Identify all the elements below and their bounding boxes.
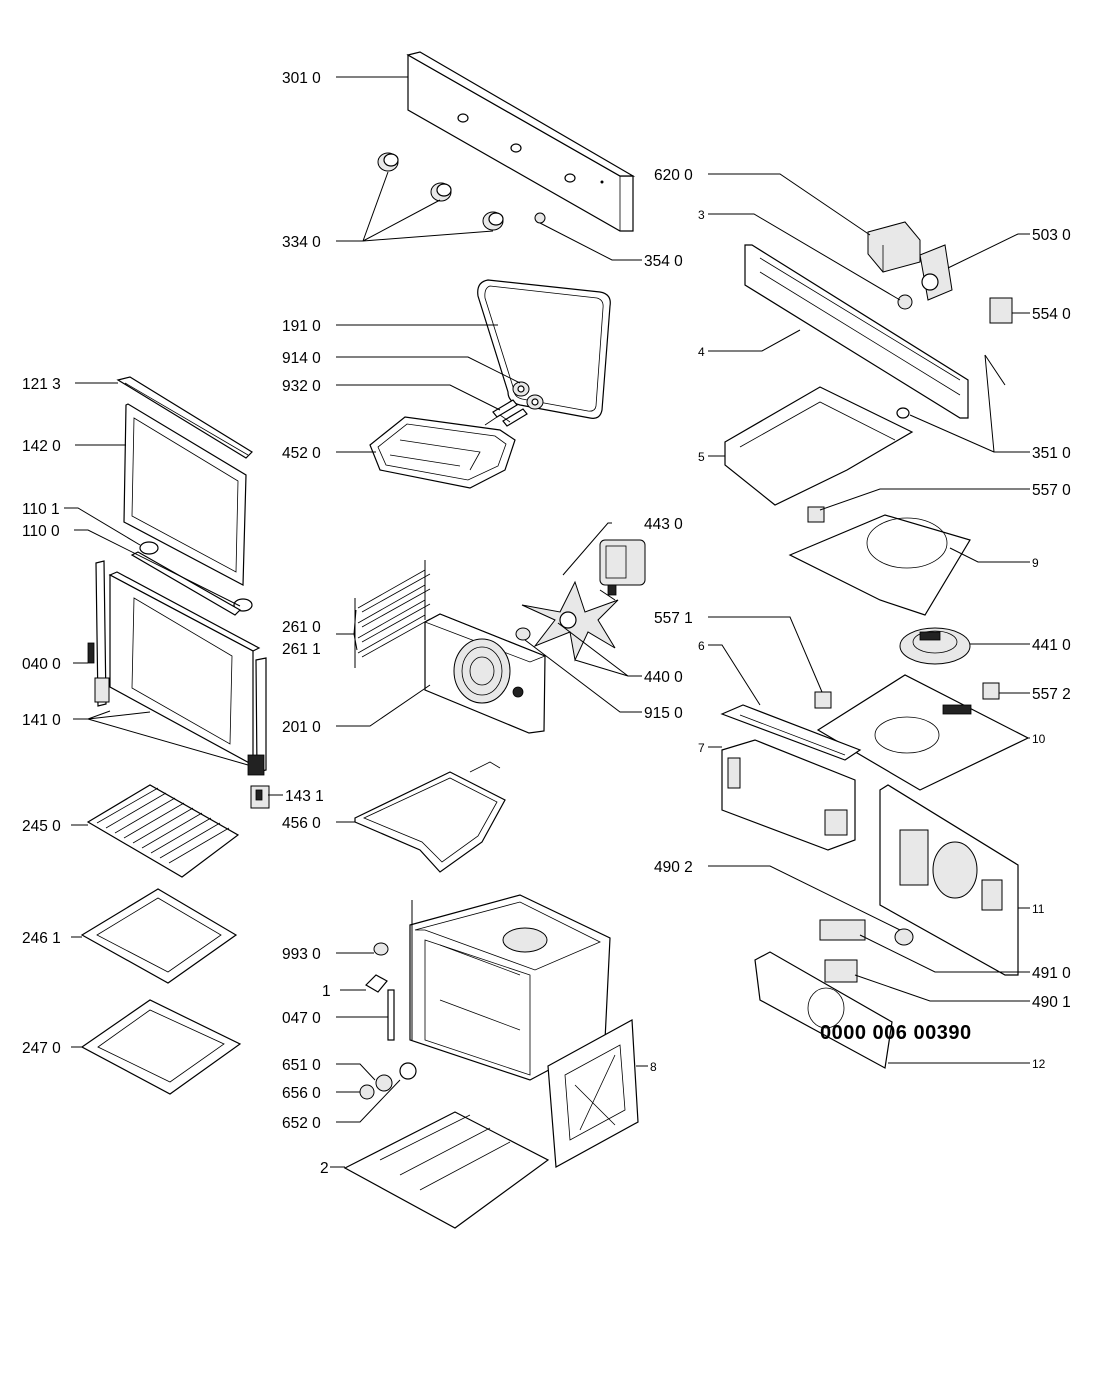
part-control-panel <box>406 51 636 232</box>
label-301-0: 301 0 <box>282 70 321 87</box>
part-side-racks <box>354 560 431 668</box>
label-110-1: 110 1 <box>22 501 60 518</box>
label-503-0: 503 0 <box>1032 227 1071 244</box>
part-fan-housing-top <box>788 506 971 616</box>
label-932-0: 932 0 <box>282 378 321 395</box>
label-456-0: 456 0 <box>282 815 321 832</box>
label-9: 9 <box>1032 556 1039 570</box>
label-993-0: 993 0 <box>282 946 321 963</box>
label-201-0: 201 0 <box>282 719 321 736</box>
part-baking-tray <box>80 888 238 984</box>
label-110-0: 110 0 <box>22 523 60 540</box>
label-8: 8 <box>650 1060 657 1074</box>
part-fan-assembly <box>515 539 646 662</box>
label-12: 12 <box>1032 1057 1046 1071</box>
label-10: 10 <box>1032 732 1046 746</box>
part-rear-panel <box>547 1019 639 1168</box>
label-040-0: 040 0 <box>22 656 61 673</box>
label-557-1: 557 1 <box>654 610 693 627</box>
label-261-0: 261 0 <box>282 619 321 636</box>
part-small-fittings <box>359 942 417 1100</box>
label-656-0: 656 0 <box>282 1085 321 1102</box>
label-354-0: 354 0 <box>644 253 683 270</box>
label-247-0: 247 0 <box>22 1040 61 1057</box>
part-door-seal <box>477 279 611 419</box>
label-245-0: 245 0 <box>22 818 61 835</box>
part-thermal-fuses <box>814 682 1000 709</box>
part-terminal-block <box>819 919 914 983</box>
label-1: 1 <box>322 983 331 1000</box>
label-261-1: 261 1 <box>282 641 321 658</box>
label-652-0: 652 0 <box>282 1115 321 1132</box>
label-915-0: 915 0 <box>644 705 683 722</box>
label-490-1: 490 1 <box>1032 994 1071 1011</box>
label-490-2: 490 2 <box>654 859 693 876</box>
part-rear-fan-cover <box>424 613 547 734</box>
part-bottom-back-panel <box>754 951 893 1069</box>
label-651-0: 651 0 <box>282 1057 321 1074</box>
label-557-2: 557 2 <box>1032 686 1071 703</box>
part-bottom-heating-element <box>354 761 506 873</box>
label-121-3: 121 3 <box>22 376 61 393</box>
part-timer <box>919 244 953 301</box>
part-inner-door-frame <box>87 560 267 776</box>
label-246-1: 246 1 <box>22 930 61 947</box>
part-front-duct <box>720 704 862 761</box>
label-191-0: 191 0 <box>282 318 321 335</box>
label-6: 6 <box>698 639 705 653</box>
part-cooling-fan <box>899 627 971 665</box>
part-back-cover <box>879 784 1019 976</box>
label-557-0: 557 0 <box>1032 482 1071 499</box>
part-door-top-profile <box>116 376 253 459</box>
label-441-0: 441 0 <box>1032 637 1071 654</box>
label-914-0: 914 0 <box>282 350 321 367</box>
part-oven-cavity <box>409 894 611 1081</box>
label-620-0: 620 0 <box>654 167 693 184</box>
part-control-support <box>744 244 969 419</box>
document-number: 0000 006 00390 <box>820 1022 972 1044</box>
label-554-0: 554 0 <box>1032 306 1071 323</box>
label-3: 3 <box>698 208 705 222</box>
label-440-0: 440 0 <box>644 669 683 686</box>
part-control-knobs <box>377 152 546 231</box>
part-door-handle <box>130 541 253 616</box>
part-top-heating-element <box>369 414 516 489</box>
label-452-0: 452 0 <box>282 445 321 462</box>
label-334-0: 334 0 <box>282 234 321 251</box>
leader-lines <box>64 76 1030 1168</box>
callout-labels: 301 0 334 0 354 0 191 0 914 0 932 0 452 … <box>22 70 1071 1177</box>
part-side-bracket <box>721 739 856 851</box>
label-7: 7 <box>698 741 705 755</box>
label-5: 5 <box>698 450 705 464</box>
label-4: 4 <box>698 345 705 359</box>
part-outer-door-glass <box>123 403 247 586</box>
part-door-hinge <box>250 785 270 809</box>
label-047-0: 047 0 <box>282 1010 321 1027</box>
label-2: 2 <box>320 1160 329 1177</box>
label-142-0: 142 0 <box>22 438 61 455</box>
label-141-0: 141 0 <box>22 712 61 729</box>
label-11: 11 <box>1032 902 1045 916</box>
part-deep-tray <box>80 999 242 1095</box>
part-thermostat <box>897 294 1013 386</box>
part-top-cover-plate <box>724 386 914 506</box>
label-143-1: 143 1 <box>285 788 324 805</box>
label-351-0: 351 0 <box>1032 445 1071 462</box>
part-selector-switch <box>867 221 921 273</box>
part-oven-rack <box>86 784 240 878</box>
label-443-0: 443 0 <box>644 516 683 533</box>
label-491-0: 491 0 <box>1032 965 1071 982</box>
part-bottom-plate <box>343 1111 550 1229</box>
